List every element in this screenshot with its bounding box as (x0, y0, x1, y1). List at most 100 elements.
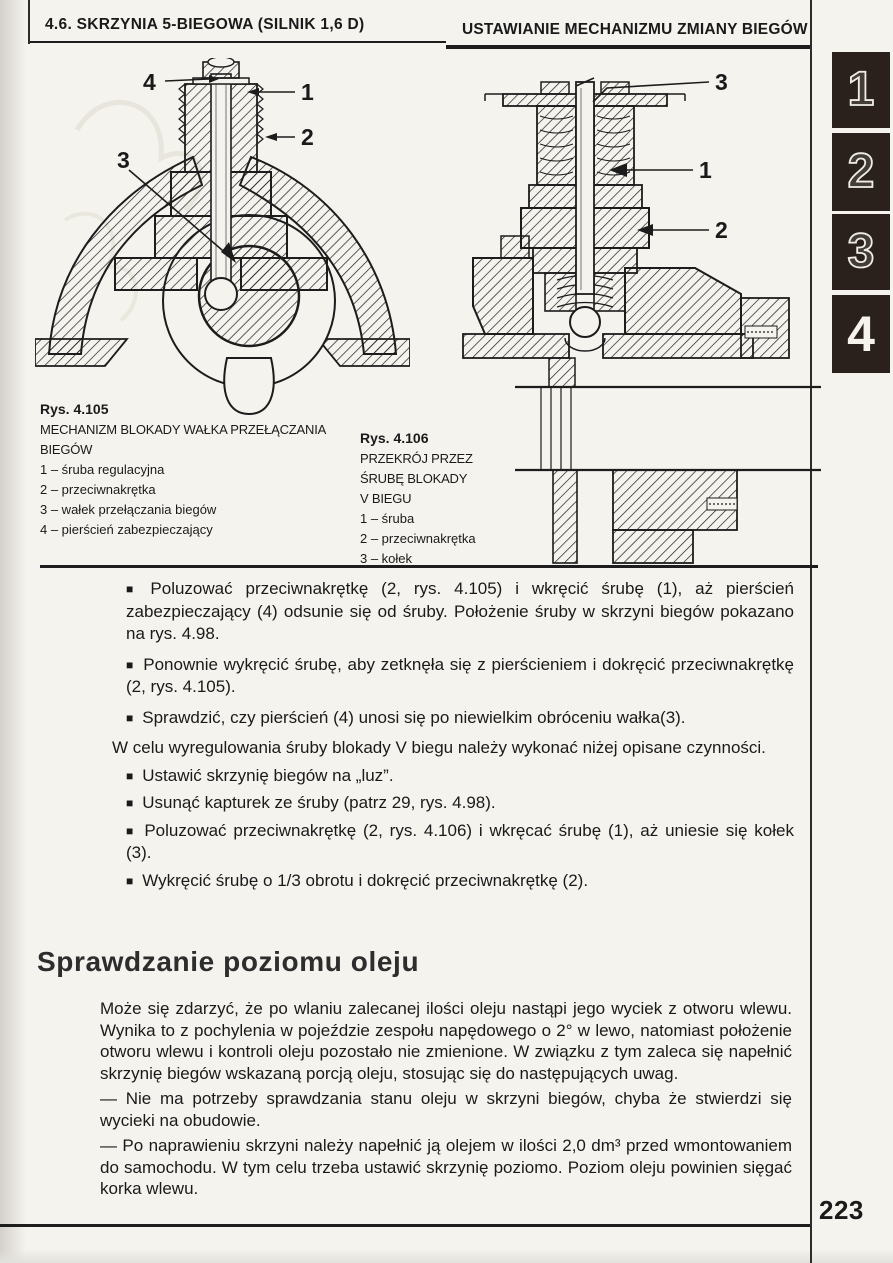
callout-1-label: 1 (301, 79, 314, 105)
lower-web (552, 469, 578, 564)
chapter-tab-1: 1 (832, 52, 890, 128)
web (548, 357, 576, 388)
oil-section-text-block: Może się zdarzyć, że po wlaniu zalecanej… (100, 998, 792, 1204)
housing-boss-left (500, 235, 530, 259)
socket-band-left (462, 333, 570, 359)
callout-3-leader (592, 81, 710, 103)
figure-4-106-legend: 1 – śruba 2 – przeciwnakrętka 3 – kołek (360, 509, 570, 569)
screw-ball-tip (204, 277, 238, 311)
callout-3-leader (128, 169, 230, 257)
procedure-step-text: Ponownie wykręcić śrubę, aby zetknęła si… (126, 654, 794, 697)
figure-4-106-drawing: 3 1 2 (462, 69, 821, 564)
housing-left (472, 257, 534, 335)
chapter-tab-2: 2 (832, 133, 890, 211)
chapter-tab-2-label: 2 (847, 145, 875, 198)
thread-arcs-left (539, 115, 574, 176)
oil-section-note: — Po naprawieniu skrzyni należy napełnić… (100, 1136, 792, 1198)
ball-socket (564, 337, 606, 352)
procedure-step: ■Ponownie wykręcić śrubę, aby zetknęła s… (126, 654, 794, 699)
cover-plate-right (240, 257, 328, 291)
header-section-title: 4.6. SKRZYNIA 5-BIEGOWA (SILNIK 1,6 D) (45, 16, 365, 33)
callout-2-label: 2 (301, 124, 314, 150)
pin-ball-tip (569, 306, 601, 338)
chapter-tab-4-label: 4 (847, 306, 875, 362)
procedure-intro: W celu wyregulowania śruby blokady V bie… (112, 738, 766, 757)
figure-4-105-title: MECHANIZM BLOKADY WAŁKA PRZEŁĄCZANIA BIE… (40, 422, 326, 457)
callout-3-arrow (221, 242, 236, 263)
pin (575, 81, 595, 295)
bullet-icon: ■ (126, 873, 134, 888)
lower-housing-step (612, 529, 694, 564)
page-number: 223 (819, 1195, 864, 1225)
procedure-step-text: Sprawdzić, czy pierścień (4) unosi się p… (142, 707, 686, 727)
callout-2-arrow (637, 224, 653, 236)
socket-band-right (602, 333, 754, 359)
callout-4-arrow (209, 75, 219, 83)
legend-item: 3 – kołek (360, 551, 413, 566)
procedure-step: ■ Usunąć kapturek ze śruby (patrz 29, rys… (126, 792, 794, 815)
callout-2-label: 2 (715, 217, 728, 243)
flange-wings (484, 93, 686, 101)
procedure-step-text: Ustawić skrzynię biegów na „luz”. (142, 765, 394, 785)
legend-item: 4 – pierścień zabezpieczający (40, 522, 213, 537)
procedure-step-text: Poluzować przeciwnakrętkę (2, rys. 4.106… (126, 820, 794, 863)
flange-rim-left (540, 81, 570, 95)
figure-4-106-caption: Rys. 4.106 PRZEKRÓJ PRZEZ ŚRUBĘ BLOKADY … (360, 428, 570, 569)
shaft-collar (540, 387, 572, 470)
scan-bottom-shadow (0, 1249, 893, 1263)
section-heading: Sprawdzanie poziomu oleju (37, 946, 420, 977)
legend-item: 3 – wałek przełączania biegów (40, 502, 217, 517)
oil-section-note: — Nie ma potrzeby sprawdzania stanu olej… (100, 1089, 792, 1130)
header-rule-right (446, 45, 812, 49)
chapter-tab-3-label: 3 (847, 225, 875, 278)
thread-arcs-right (596, 115, 631, 176)
legend-item: 2 – przeciwnakrętka (40, 482, 156, 497)
header-chapter-title: USTAWIANIE MECHANIZMU ZMIANY BIEGÓW (462, 21, 808, 38)
bullet-icon: ■ (126, 657, 135, 672)
cover-plate-left (114, 257, 198, 291)
procedure-step: ■Poluzować przeciwnakrętkę (2, rys. 4.10… (126, 820, 794, 865)
procedure-step-text: Poluzować przeciwnakrętkę (2, rys. 4.105… (126, 579, 795, 643)
callout-1-label: 1 (699, 157, 712, 183)
figure-4-106-title-line: ŚRUBĘ BLOKADY (360, 471, 468, 486)
legend-item: 1 – śruba (360, 511, 415, 526)
callout-2-arrow (265, 133, 277, 141)
chapter-tab-3: 3 (832, 214, 890, 290)
procedure-step: ■ Ustawić skrzynię biegów na „luz”. (126, 765, 794, 788)
base-plate-right (316, 338, 410, 367)
bullet-icon: ■ (126, 768, 134, 783)
callout-4-leader (164, 78, 210, 82)
callout-3-label: 3 (715, 69, 728, 95)
callout-4-label: 4 (143, 69, 156, 95)
pin-top (575, 77, 595, 87)
figure-4-105-label: Rys. 4.105 (40, 401, 109, 417)
oil-section-paragraph: Może się zdarzyć, że po wlaniu zalecanej… (100, 999, 792, 1083)
procedure-step-text: Usunąć kapturek ze śruby (patrz 29, rys.… (142, 793, 496, 812)
legend-item: 1 – śruba regulacyjna (40, 462, 165, 477)
bullet-icon: ■ (126, 823, 136, 838)
base-plate-left (35, 338, 129, 367)
footer-rule (0, 1224, 810, 1227)
figure-4-105-drawing: 4 1 2 3 (35, 58, 410, 416)
fork-stem (223, 357, 275, 416)
legend-item: 2 – przeciwnakrętka (360, 531, 476, 546)
page-border-stub (28, 0, 30, 44)
procedure-text-block: ■Poluzować przeciwnakrętkę (2, rys. 4.10… (112, 578, 794, 897)
chapter-tab-4-active: 4 (832, 295, 890, 373)
bullet-icon: ■ (126, 710, 134, 725)
figure-4-106-title-line: V BIEGU (360, 491, 412, 506)
bullet-icon: ■ (126, 582, 142, 596)
bullet-icon: ■ (126, 796, 134, 810)
chapter-tab-1-label: 1 (847, 63, 875, 116)
procedure-step: ■Wykręcić śrubę o 1/3 obrotu i dokręcić … (126, 870, 794, 893)
header-rule-left (28, 41, 446, 43)
callout-1-arrow (609, 163, 627, 177)
callout-1-arrow (247, 88, 259, 96)
screw-head-dome (207, 58, 235, 68)
callout-3-label: 3 (117, 147, 130, 173)
procedure-step: ■ Sprawdzić, czy pierścień (4) unosi się … (126, 707, 794, 730)
thread-profile-left (178, 83, 186, 145)
figure-4-105-caption: Rys. 4.105 MECHANIZM BLOKADY WAŁKA PRZEŁ… (40, 399, 370, 540)
page-border-line (810, 0, 812, 1263)
